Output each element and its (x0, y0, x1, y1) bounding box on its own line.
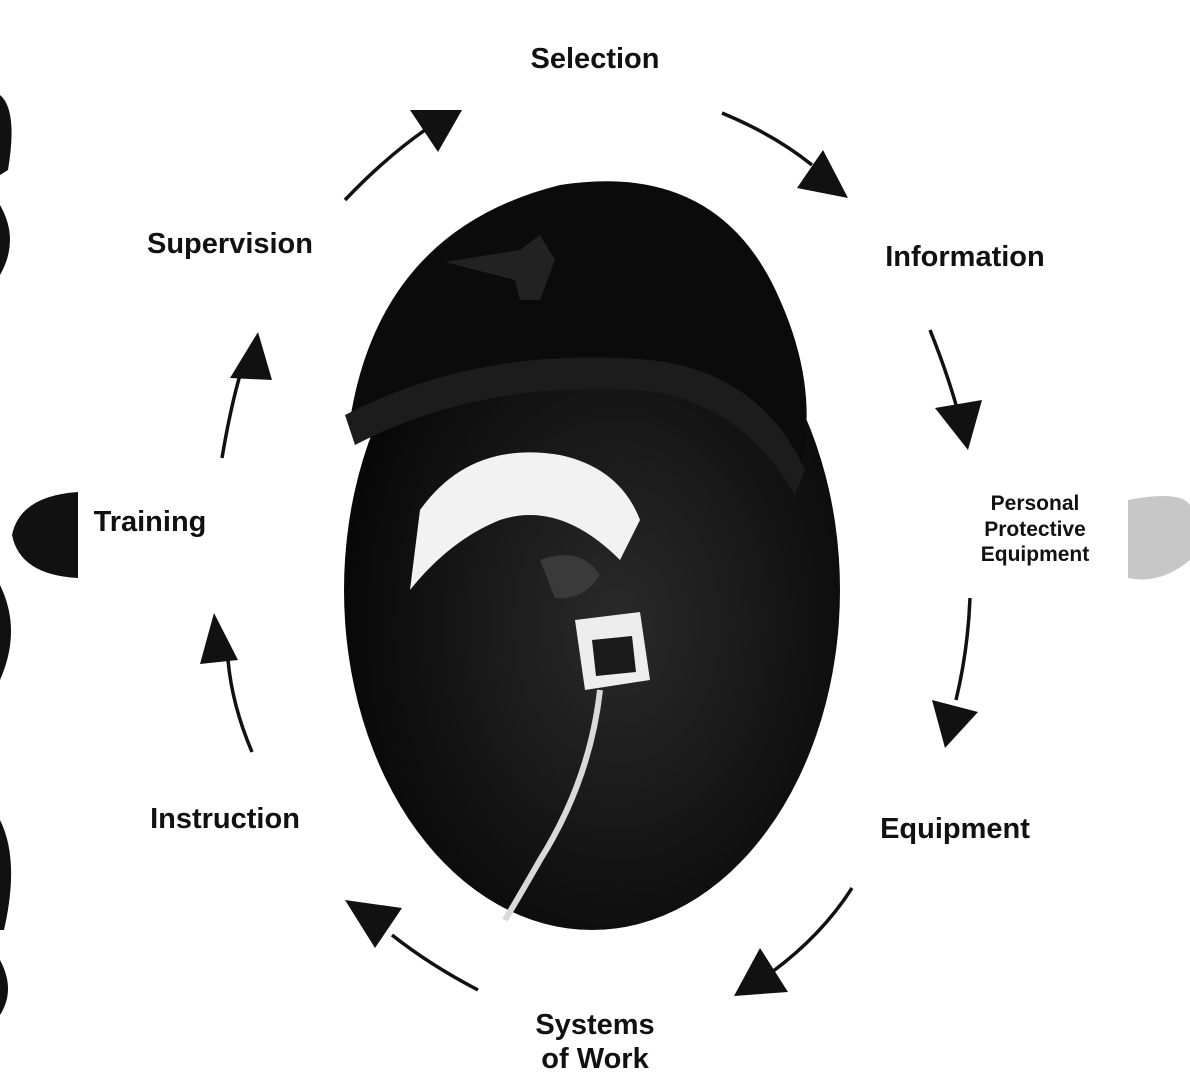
arrow-supervision-to-selection (343, 128, 427, 202)
arrow-information-to-ppe (928, 329, 960, 413)
arrow-training-to-supervision (220, 374, 242, 459)
right-edge-smudge (1128, 496, 1190, 580)
arrow-head (734, 948, 788, 996)
arrow-head (230, 332, 272, 380)
half-disc-tab (12, 492, 78, 578)
label-line: Protective (984, 517, 1086, 541)
label-line: of Work (541, 1043, 649, 1076)
label-equipment: Equipment (840, 812, 1070, 846)
label-instruction: Instruction (110, 802, 340, 836)
arrow-head (932, 700, 978, 748)
cycle-arrows (200, 110, 982, 996)
arrow-head (200, 613, 238, 664)
label-supervision: Supervision (115, 227, 345, 261)
label-text: Supervision (147, 228, 313, 260)
label-text: Equipment (880, 813, 1030, 845)
arrow-head (797, 150, 848, 198)
arrow-instruction-to-training (226, 659, 254, 753)
worker-photo (344, 181, 840, 930)
label-text: Information (885, 241, 1045, 273)
arrow-equipment-to-systems (770, 887, 854, 974)
label-training: Training (70, 505, 230, 539)
arrow-ppe-to-equipment (954, 597, 972, 701)
arrow-head (935, 400, 982, 450)
label-information: Information (855, 240, 1075, 274)
arrow-systems-to-instruction (390, 933, 479, 992)
arrow-head (410, 110, 462, 152)
label-text: Training (93, 506, 207, 538)
arrow-selection-to-information (721, 111, 814, 167)
label-systems-of-work: Systems of Work (470, 1008, 720, 1076)
arrow-head (345, 900, 402, 948)
label-text: Instruction (150, 803, 300, 835)
label-selection: Selection (470, 42, 720, 76)
label-personal-protective-equipment: Personal Protective Equipment (955, 491, 1115, 568)
label-text: Selection (530, 43, 660, 75)
label-line: Personal (990, 492, 1080, 515)
label-line: Equipment (980, 543, 1090, 567)
left-edge-marks (0, 95, 78, 1015)
label-line: Systems (535, 1009, 655, 1041)
